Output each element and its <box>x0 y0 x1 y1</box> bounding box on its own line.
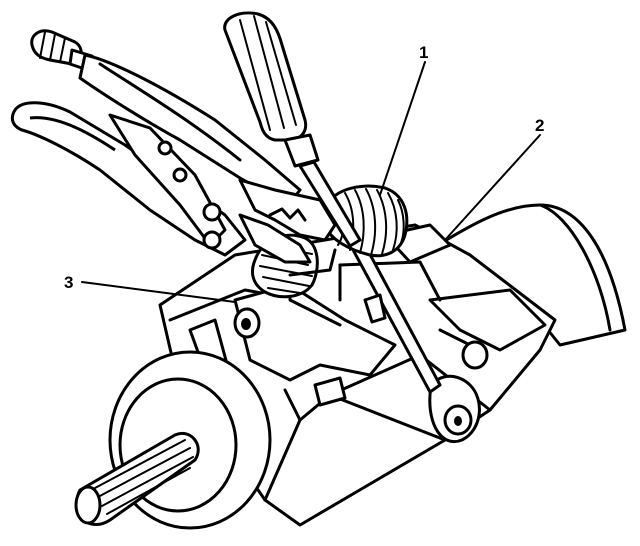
steering-shaft <box>74 350 272 530</box>
leader-line-1 <box>379 61 426 196</box>
locking-pliers <box>10 29 337 264</box>
callout-2: 2 <box>535 116 544 135</box>
callout-3: 3 <box>64 273 73 292</box>
screwdriver <box>223 11 362 248</box>
rack-block <box>188 283 397 407</box>
callout-1: 1 <box>419 43 428 62</box>
lever-pivot <box>428 340 489 444</box>
leader-line-3 <box>81 281 236 303</box>
callout-leaders <box>81 61 541 303</box>
column-tube <box>428 203 627 347</box>
leader-line-2 <box>444 134 541 241</box>
